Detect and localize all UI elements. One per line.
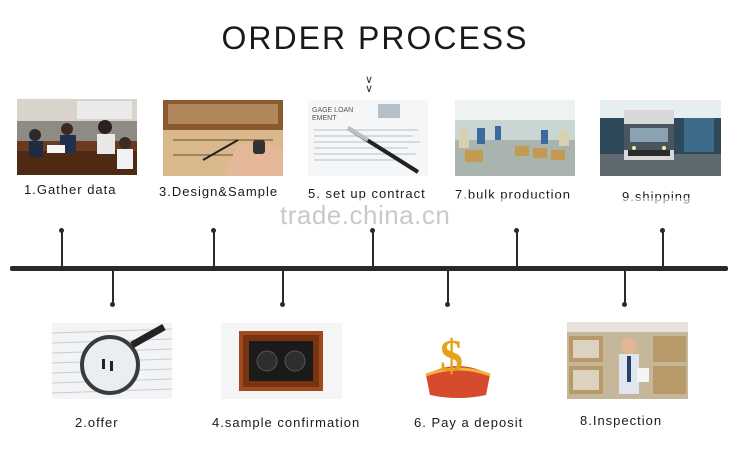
connector-line: [662, 230, 664, 268]
step-label-pay-deposit: 6. Pay a deposit: [414, 415, 523, 430]
watermark-text: trade.china.cn: [280, 200, 450, 231]
page-title: ORDER PROCESS: [0, 20, 750, 57]
step-label-inspection: 8.Inspection: [580, 413, 662, 428]
connector-line: [213, 230, 215, 268]
svg-text:EMENT: EMENT: [312, 115, 337, 122]
connector-line: [61, 230, 63, 268]
step-label-sample-confirmation: 4.sample confirmation: [212, 415, 360, 430]
truck-photo: [600, 100, 721, 176]
design-drawing-photo: [163, 100, 283, 176]
connector-dot: [280, 302, 285, 307]
connector-dot: [110, 302, 115, 307]
connector-line: [372, 230, 374, 268]
connector-dot: [622, 302, 627, 307]
contract-pen-photo: GAGE LOAN EMENT: [308, 100, 428, 176]
step-label-design-sample: 3.Design&Sample: [159, 184, 278, 199]
connector-line: [112, 270, 114, 304]
step-label-gather-data: 1.Gather data: [24, 182, 117, 197]
connector-line: [516, 230, 518, 268]
chevron-down-icon: ∨∨: [365, 76, 373, 94]
svg-text:$: $: [440, 330, 463, 381]
dollar-purse-photo: $: [418, 323, 498, 399]
timeline-axis: [10, 266, 728, 271]
connector-line: [447, 270, 449, 304]
connector-dot: [445, 302, 450, 307]
meeting-photo: [17, 99, 137, 175]
watch-winder-photo: [221, 323, 342, 399]
connector-line: [282, 270, 284, 304]
svg-text:GAGE LOAN: GAGE LOAN: [312, 107, 353, 114]
connector-line: [624, 270, 626, 304]
step-label-offer: 2.offer: [75, 415, 119, 430]
magnifier-photo: [52, 323, 172, 399]
factory-line-photo: [455, 100, 575, 176]
inspector-photo: [567, 322, 688, 399]
